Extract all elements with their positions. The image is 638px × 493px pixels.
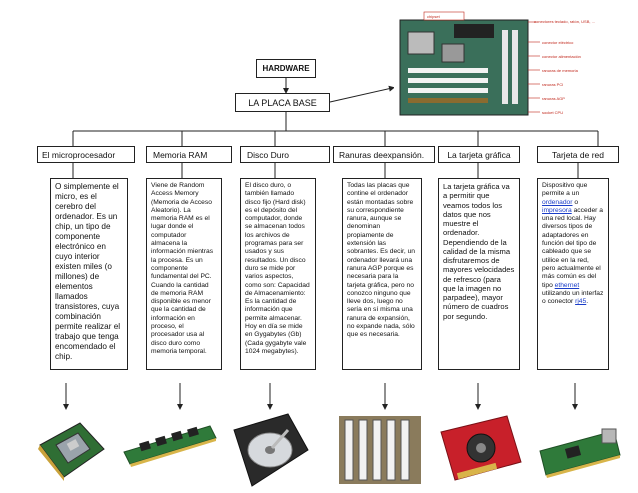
header-hard-disk: Disco Duro	[240, 146, 330, 163]
link-ordenador[interactable]: ordenador	[542, 198, 573, 206]
description-ram: Viene de Random Access Memory (Memoria d…	[146, 178, 222, 370]
header-microprocessor: El microprocesador	[37, 146, 135, 163]
header-expansion-slots: Ranuras deexpansión.	[333, 146, 435, 163]
description-microprocessor: O simplemente el micro, es el cerebro de…	[50, 178, 128, 370]
hard-drive-icon	[233, 413, 309, 487]
motherboard-image: chipset conectores teclado, ratón, USB, …	[394, 10, 624, 120]
description-network-card: Dispositivo que permite a un ordenador o…	[537, 178, 609, 370]
description-expansion-slots: Todas las placas que contine el ordenado…	[342, 178, 422, 370]
nic-text-1: Dispositivo que permite a un	[542, 182, 588, 198]
board-label-pci: ranuras PCI	[542, 82, 563, 87]
graphics-card-icon	[440, 415, 522, 481]
nic-text-2: o	[572, 198, 579, 206]
board-label-chipset: chipset	[427, 14, 441, 19]
header-ram: Memoria RAM	[146, 146, 232, 163]
nic-text-4: utilizando un interfaz o conector	[542, 289, 604, 306]
link-impresora[interactable]: impresora	[542, 206, 572, 214]
board-label-power: conector alimentación	[542, 54, 581, 59]
link-ethernet[interactable]: ethernet	[554, 281, 580, 289]
ram-module-icon	[123, 425, 217, 467]
motherboard-node: LA PLACA BASE	[235, 93, 330, 112]
hardware-root-node: HARDWARE	[256, 59, 316, 78]
header-network-card: Tarjeta de red	[537, 146, 619, 163]
description-graphics-card: La tarjeta gráfica va a permitir que vea…	[438, 178, 520, 370]
link-rj45[interactable]: rj45	[575, 298, 587, 306]
network-card-icon	[539, 428, 621, 478]
board-label-socket: socket CPU	[542, 110, 563, 115]
processor-chip-icon	[38, 422, 105, 481]
board-label-memory: ranuras de memoria	[542, 68, 579, 73]
board-label-electric: conector eléctrico	[542, 40, 574, 45]
description-hard-disk: El disco duro, o también llamado disco f…	[240, 178, 316, 370]
nic-text-3: acceder a una red local. Hay diversos ti…	[542, 206, 603, 289]
board-label-agp: ranuras AGP	[542, 96, 565, 101]
nic-text-5: .	[586, 298, 589, 306]
expansion-slots-icon	[339, 416, 421, 484]
board-label-connectors: conectores teclado, ratón, USB, ...	[534, 19, 595, 24]
header-graphics-card: La tarjeta gráfica	[438, 146, 520, 163]
